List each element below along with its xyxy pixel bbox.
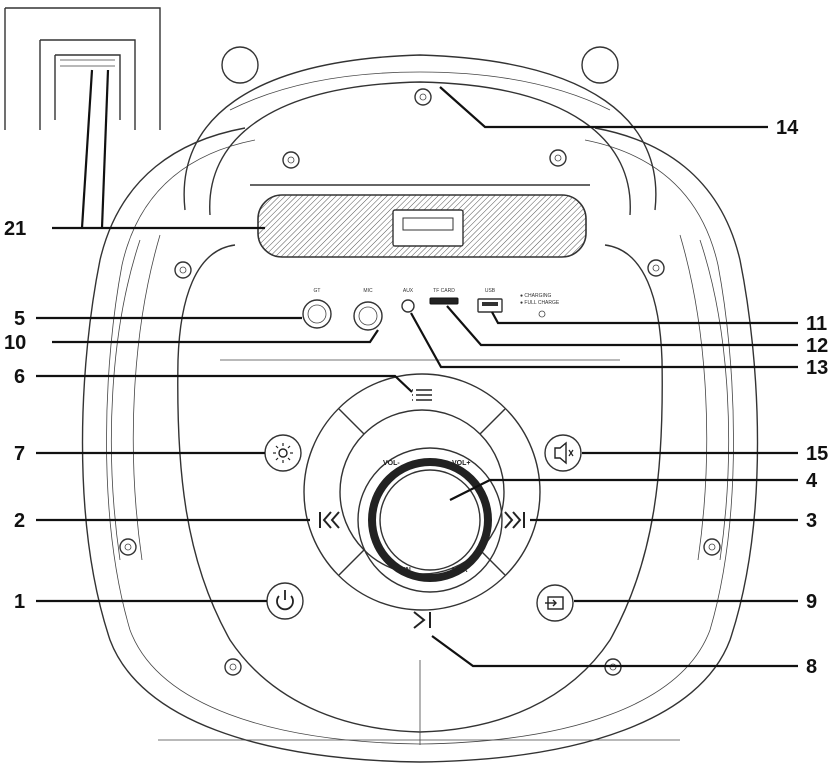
- tf-card-label: TF CARD: [433, 288, 455, 294]
- mic-jack-label: MIC: [363, 288, 373, 294]
- callout-3: 3: [806, 510, 817, 532]
- input-button[interactable]: [536, 584, 574, 622]
- next-button[interactable]: [504, 511, 525, 529]
- screw-icon: [282, 151, 300, 169]
- grille-bar: [257, 194, 587, 258]
- vol-plus-label: VOL+: [452, 460, 470, 467]
- callout-9: 9: [806, 591, 817, 613]
- input-panel: GT MIC AUX TF CARD USB ● CHARGING ● FULL…: [302, 288, 560, 331]
- callout-7: 7: [14, 443, 25, 465]
- handle-detail-inset: [4, 7, 161, 130]
- leader-lines: [36, 69, 798, 668]
- previous-button[interactable]: [319, 511, 340, 529]
- screw-icon: [224, 658, 242, 676]
- callout-10: 10: [4, 332, 26, 354]
- screw-icon: [703, 538, 721, 556]
- volume-knob[interactable]: [357, 447, 503, 593]
- screw-icon: [647, 259, 665, 277]
- power-icon: [276, 590, 294, 611]
- callout-4: 4: [806, 470, 818, 492]
- menu-icon: [412, 389, 432, 401]
- callout-2: 2: [14, 510, 25, 532]
- play-pause-icon: [413, 611, 431, 629]
- screw-icon: [174, 261, 192, 279]
- callout-1: 1: [14, 591, 25, 613]
- carry-handle: [183, 46, 657, 216]
- callout-6: 6: [14, 366, 25, 388]
- mute-button[interactable]: [544, 434, 582, 472]
- light-button[interactable]: [264, 434, 302, 472]
- vol-minus-label: VOL-: [383, 460, 400, 467]
- speaker-body: [81, 127, 759, 763]
- led-indicator: [538, 310, 546, 318]
- mode-button[interactable]: [412, 389, 432, 401]
- callout-15: 15: [806, 443, 828, 465]
- tf-card-slot[interactable]: [429, 297, 459, 305]
- callout-21: 21: [4, 218, 26, 240]
- led-indicator-label-1: ● CHARGING: [520, 293, 551, 299]
- sun-icon: [273, 443, 293, 463]
- screw-icon: [549, 149, 567, 167]
- min-label: MIN: [398, 567, 411, 574]
- aux-jack[interactable]: [401, 299, 415, 313]
- led-indicator-label-2: ● FULL CHARGE: [520, 300, 560, 306]
- callout-8: 8: [806, 656, 817, 678]
- aux-jack-label: AUX: [403, 288, 414, 294]
- guitar-jack-label: GT: [314, 288, 321, 294]
- mic-jack[interactable]: [353, 301, 383, 331]
- input-icon: [545, 596, 564, 610]
- usb-port[interactable]: [477, 298, 503, 313]
- usb-label: USB: [485, 288, 496, 294]
- callout-numbers: 21 5 10 6 7 2 1 14 11 12 13 15 4 3 9 8: [4, 117, 828, 678]
- speaker-icon: [554, 441, 574, 465]
- callout-11: 11: [806, 313, 827, 335]
- callout-13: 13: [806, 357, 828, 379]
- power-button[interactable]: [266, 582, 304, 620]
- screw-icon: [119, 538, 137, 556]
- skip-forward-icon: [504, 511, 525, 529]
- screw-icon: [414, 88, 432, 106]
- callout-5: 5: [14, 308, 25, 330]
- skip-back-icon: [319, 511, 340, 529]
- max-label: MAX: [452, 567, 468, 574]
- callout-12: 12: [806, 335, 828, 357]
- guitar-jack[interactable]: [302, 299, 332, 329]
- callout-14: 14: [776, 117, 799, 139]
- play-pause-button[interactable]: [413, 611, 431, 629]
- screws: [119, 88, 721, 676]
